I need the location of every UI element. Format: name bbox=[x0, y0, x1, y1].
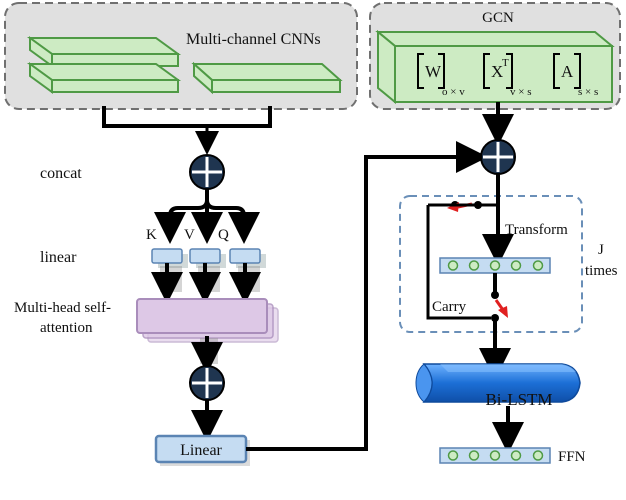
matrix-right-bracket bbox=[574, 53, 581, 89]
matrix-symbol: W bbox=[425, 62, 442, 81]
gcn-matrix-w: Wo × v bbox=[417, 53, 465, 98]
kvq-linear-boxes bbox=[151, 248, 266, 268]
kvq-to-attention-arrows bbox=[151, 263, 261, 304]
matrix-left-bracket bbox=[483, 53, 490, 89]
ffn-vector bbox=[439, 447, 551, 464]
k-label: K bbox=[146, 227, 157, 243]
linear-to-fusion-arrow bbox=[246, 141, 488, 451]
cnn-to-concat-connector bbox=[102, 106, 272, 155]
matrix-superscript: T bbox=[502, 57, 509, 69]
linear-side-label: linear bbox=[40, 249, 77, 266]
gcn-block bbox=[375, 29, 615, 105]
cnn-channel-right bbox=[191, 61, 343, 95]
k-linear-box bbox=[151, 248, 188, 268]
highway-cell-vector bbox=[439, 257, 551, 274]
times-label: times bbox=[585, 263, 618, 279]
transform-gate-red-arrowhead bbox=[498, 306, 508, 318]
linear-box-label: Linear bbox=[180, 442, 222, 459]
merge-dot-top bbox=[491, 291, 499, 299]
bilstm-block bbox=[415, 363, 581, 403]
j-label: J bbox=[598, 242, 604, 258]
v-linear-box bbox=[189, 248, 226, 268]
q-linear-box bbox=[229, 248, 266, 268]
bilstm-label: Bi-LSTM bbox=[485, 390, 552, 409]
matrix-subscript: o × v bbox=[442, 86, 465, 98]
concat-circle bbox=[189, 154, 225, 190]
matrix-symbol: X bbox=[491, 62, 503, 81]
highway-layer-box bbox=[399, 195, 583, 333]
matrix-subscript: v × s bbox=[510, 86, 531, 98]
matrix-left-bracket bbox=[553, 53, 560, 89]
multi-head-attention-block bbox=[136, 298, 279, 343]
cnn-channel-left-stack bbox=[26, 36, 182, 94]
carry-path bbox=[426, 205, 491, 320]
gcn-matrix-x: XTv × s bbox=[483, 53, 531, 98]
q-label: Q bbox=[218, 227, 229, 243]
gcn-panel-title: GCN bbox=[482, 10, 514, 26]
mhsa-label-line1: Multi-head self- bbox=[14, 300, 111, 316]
matrix-subscript: s × s bbox=[578, 86, 598, 98]
v-label: V bbox=[184, 227, 195, 243]
carry-label: Carry bbox=[432, 299, 467, 315]
mhsa-label-line2: attention bbox=[40, 320, 93, 336]
ffn-label: FFN bbox=[558, 449, 586, 465]
matrix-right-bracket bbox=[438, 53, 445, 89]
matrix-left-bracket bbox=[417, 53, 424, 89]
transform-label: Transform bbox=[505, 222, 568, 238]
attention-to-add-arrow bbox=[191, 336, 223, 374]
concat-to-kvq-arrows bbox=[154, 189, 260, 244]
gcn-matrix-a: As × s bbox=[553, 53, 598, 98]
gcn-matrices: Wo × v XTv × s As × s bbox=[417, 53, 598, 98]
concat-label: concat bbox=[40, 165, 82, 182]
matrix-right-bracket bbox=[506, 53, 513, 89]
cnn-panel-title: Multi-channel CNNs bbox=[186, 31, 321, 48]
fusion-add-circle bbox=[480, 139, 516, 175]
matrix-symbol: A bbox=[561, 62, 574, 81]
residual-add-circle bbox=[189, 365, 225, 401]
